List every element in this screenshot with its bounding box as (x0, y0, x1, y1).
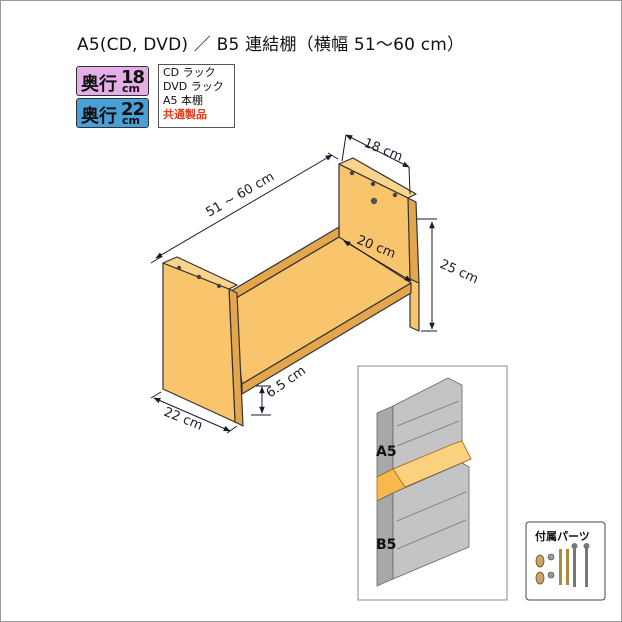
page-title: A5(CD, DVD) ／ B5 連結棚（横幅 51〜60 cm） (77, 35, 465, 55)
badge-depth-value: 22 (121, 99, 145, 120)
spec-dvd-rack: DVD ラック (163, 80, 224, 93)
screw-hole (370, 181, 376, 187)
connector-shelf-top (392, 440, 472, 488)
depth-18-badge: 奥行 18 cm (76, 66, 149, 96)
spec-common-product: 共通製品 (163, 108, 207, 121)
b5-unit-label: B5 (376, 537, 396, 553)
parts-illustration (535, 543, 590, 587)
right-side-panel-edge (407, 197, 420, 284)
top-depth-dimension-label: 18 cm (362, 136, 405, 165)
badge-depth-value: 18 (121, 67, 145, 88)
height-dimension-label: 25 cm (437, 257, 480, 287)
screw-hole (370, 197, 378, 205)
badge-depth-label: 奥行 (81, 74, 117, 95)
a5-unit-label: A5 (376, 444, 397, 460)
screw-hole (216, 283, 222, 289)
screw-hole (392, 192, 398, 198)
badge-depth-unit: cm (122, 82, 140, 95)
a5-unit-body (392, 377, 463, 470)
bottom-depth-dimension-label: 22 cm (162, 405, 205, 434)
dimension-lines (150, 134, 437, 434)
b5-unit-body (392, 462, 470, 580)
left-side-panel-top (162, 256, 238, 290)
badge-depth-unit: cm (122, 114, 140, 127)
badge-depth-label: 奥行 (81, 106, 117, 127)
screw-holes (176, 170, 398, 289)
spec-a5-shelf: A5 本棚 (163, 94, 204, 107)
depth-22-badge: 奥行 22 cm (76, 98, 149, 128)
stacked-units-photo: A5 B5 (357, 365, 508, 601)
included-parts-box: 付属パーツ (525, 521, 606, 601)
width-dimension-label: 51 ~ 60 cm (204, 169, 277, 220)
parts-title: 付属パーツ (535, 529, 590, 543)
screw-hole (196, 274, 202, 280)
screw-hole (176, 265, 182, 271)
spec-cd-rack: CD ラック (163, 66, 216, 79)
compatibility-box: CD ラック DVD ラック A5 本棚 共通製品 (158, 64, 235, 128)
a5-unit-side (376, 405, 394, 478)
screw-hole (349, 170, 355, 176)
